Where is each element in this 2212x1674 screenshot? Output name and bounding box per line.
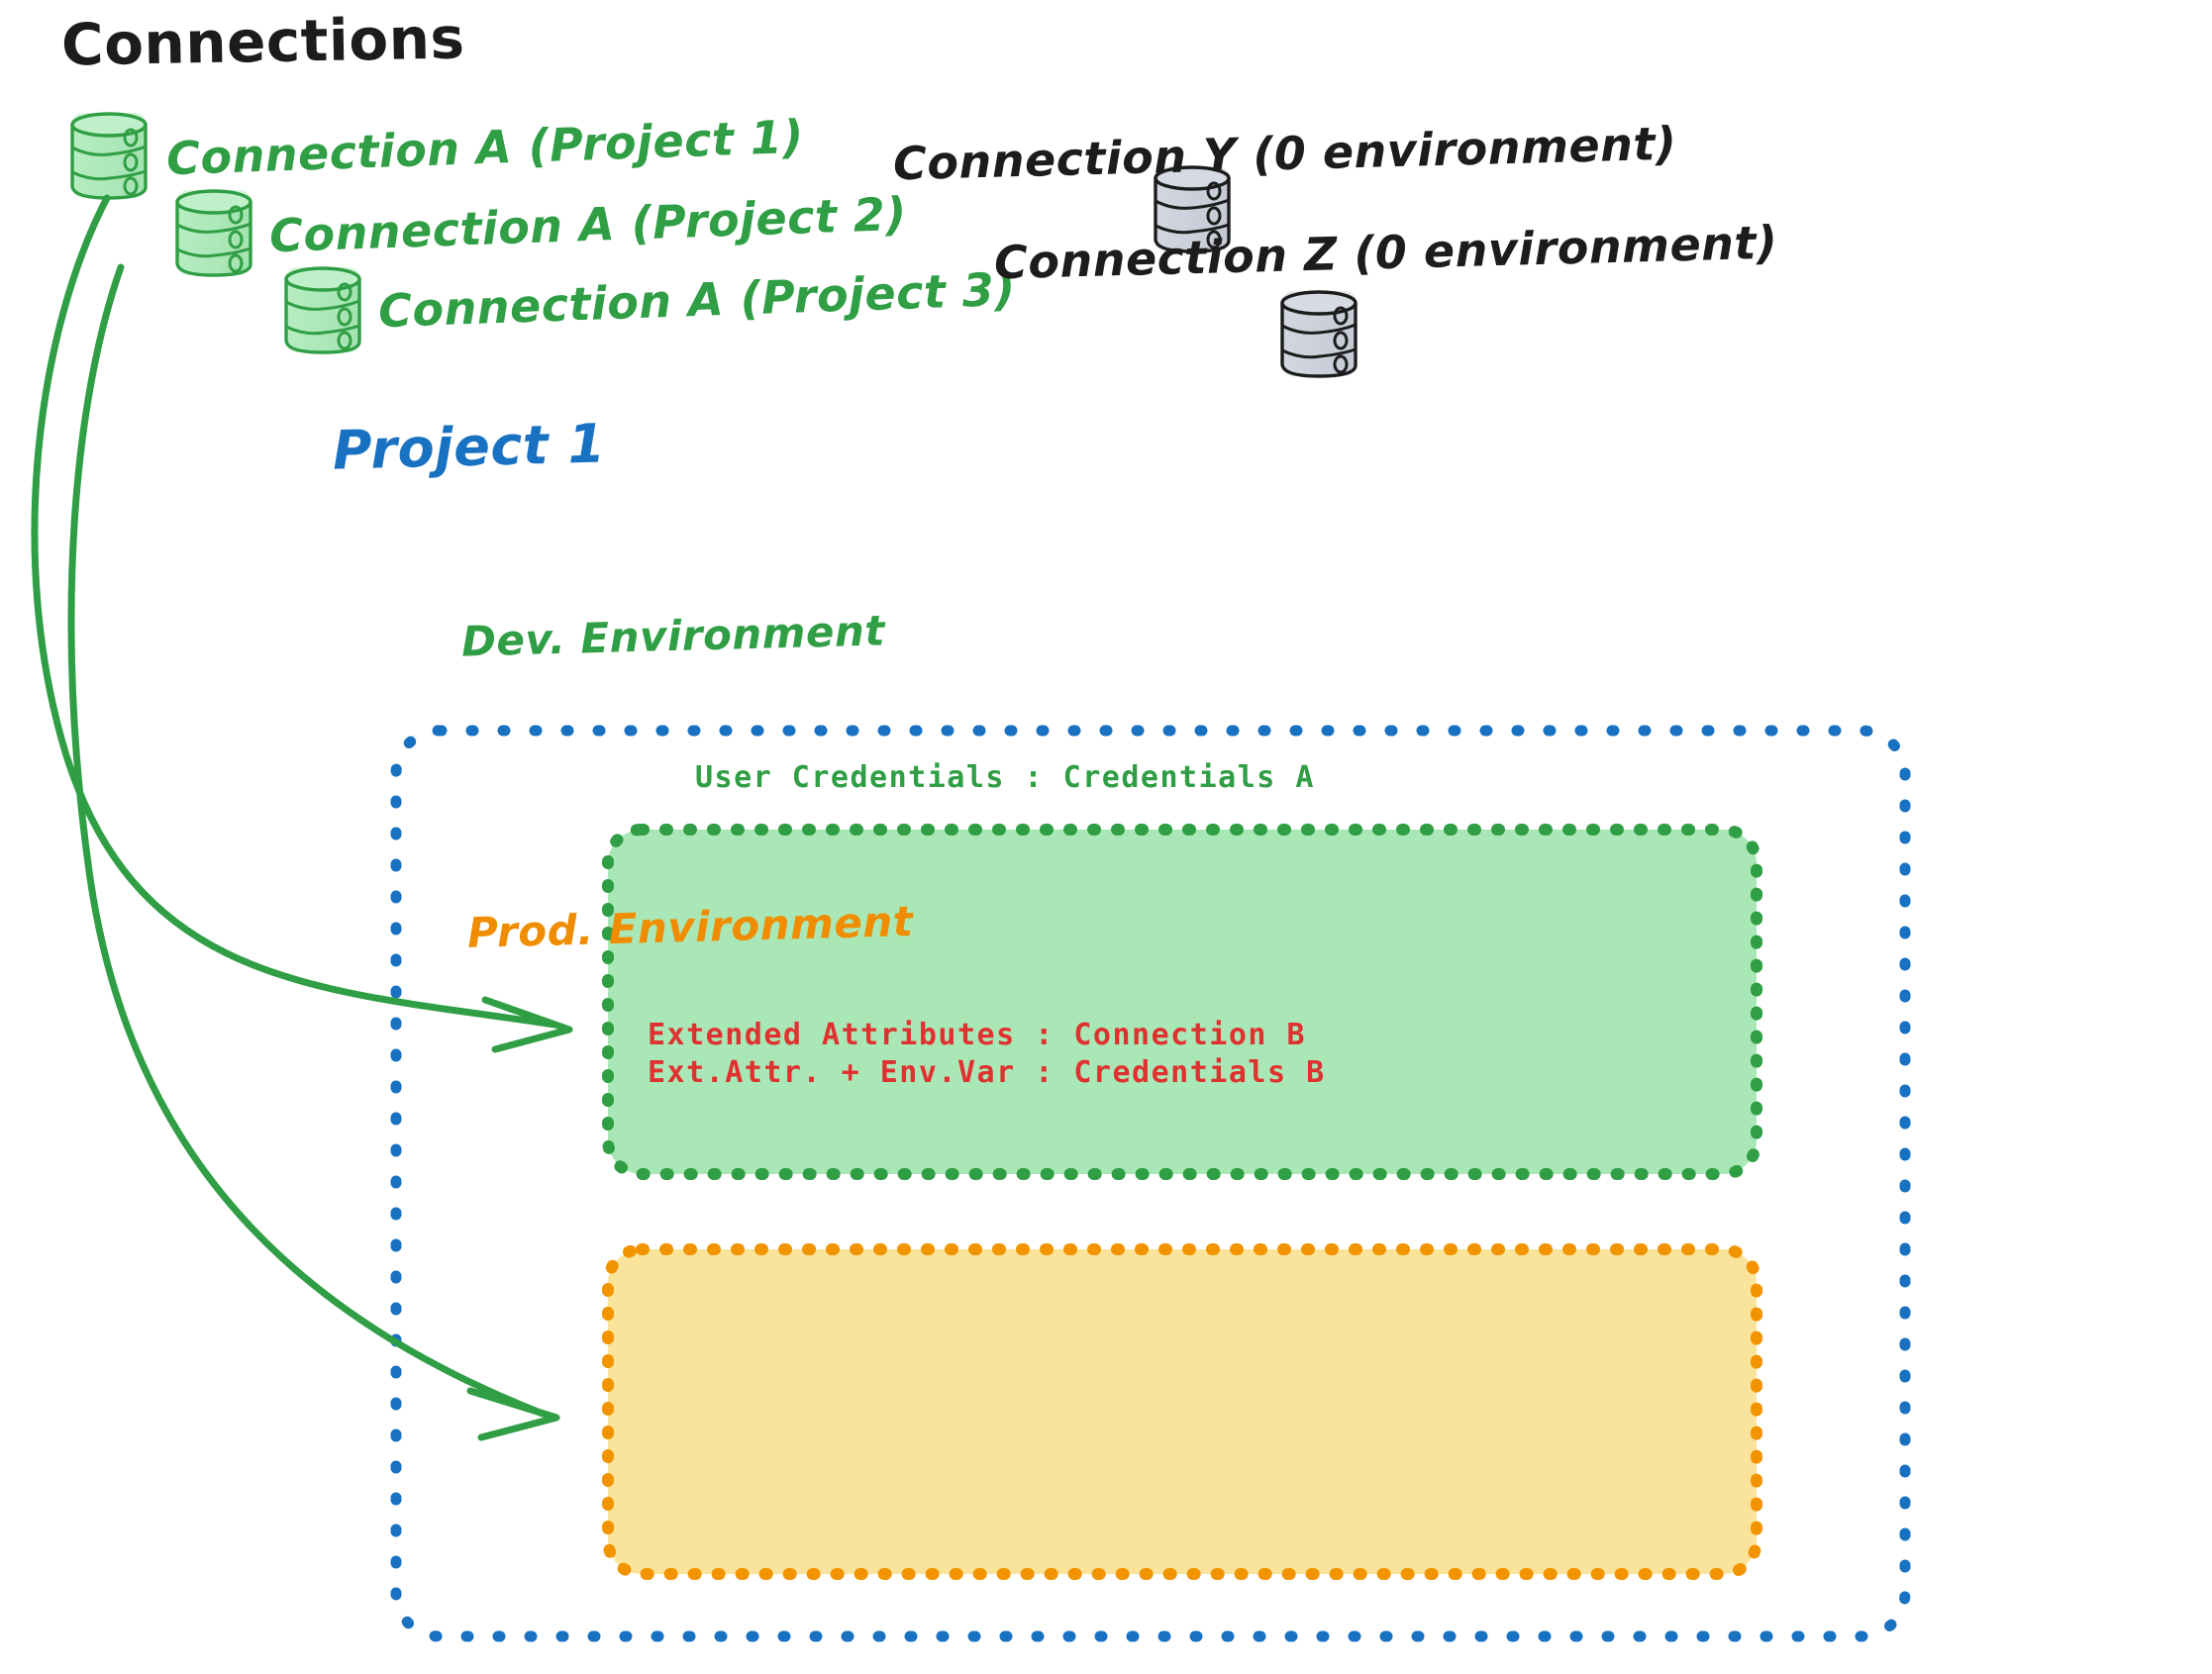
prod-environment-line-ext-attr-env-var: Ext.Attr. + Env.Var : Credentials B	[648, 1055, 1326, 1090]
database-icon-connection-z	[1280, 290, 1357, 378]
arrow-connection-a-to-prod-environment	[67, 263, 560, 1441]
dev-environment-box	[602, 824, 1762, 1180]
prod-environment-line-extended-attributes: Extended Attributes : Connection B	[648, 1018, 1307, 1052]
database-icon-connection-a-project-3	[284, 266, 361, 354]
prod-environment-box	[602, 1243, 1762, 1580]
page-title: Connections	[60, 4, 466, 79]
database-icon-connection-a-project-1	[70, 112, 148, 200]
dev-environment-line-user-credentials: User Credentials : Credentials A	[695, 760, 1315, 795]
arrow-connection-a-to-dev-environment	[31, 194, 573, 1053]
database-icon-connection-y	[1154, 165, 1231, 253]
project-1-boundary	[390, 725, 1911, 1642]
database-icon-connection-a-project-2	[175, 189, 252, 277]
project-1-label: Project 1	[332, 412, 607, 482]
